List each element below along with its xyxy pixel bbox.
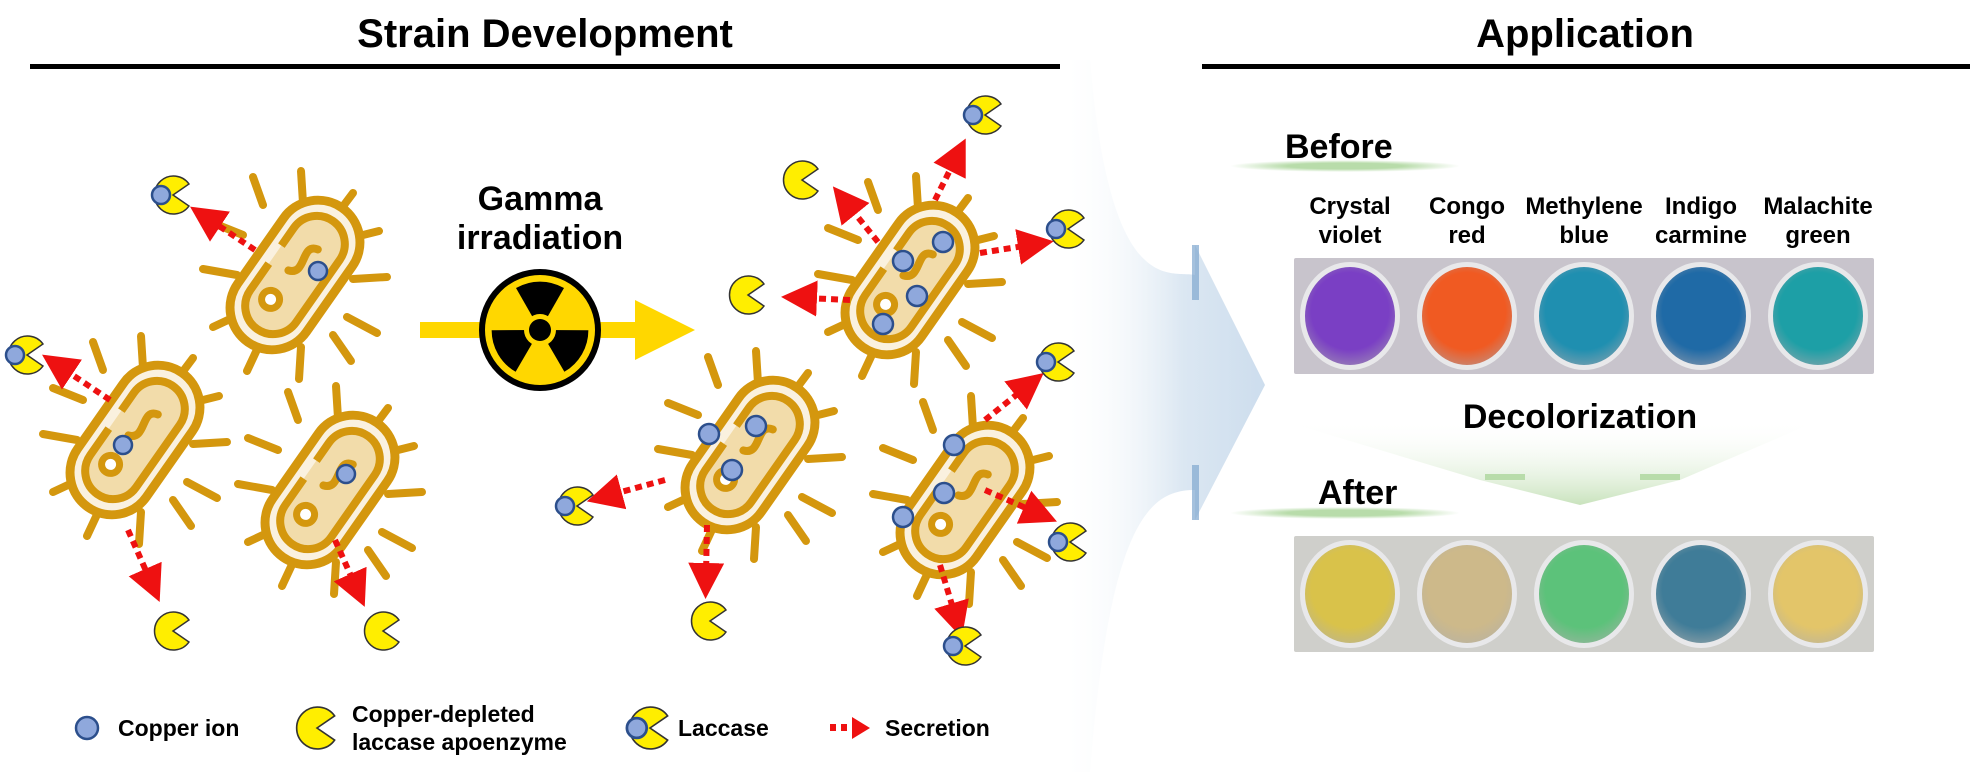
secretion-arrows-left xyxy=(42,206,367,607)
dye-name-line2: carmine xyxy=(1654,222,1748,249)
copper-ion-icon xyxy=(74,715,100,741)
copper-ion xyxy=(112,434,134,456)
laccase xyxy=(554,485,595,527)
treatment-arrow-shaft xyxy=(590,322,640,338)
treatment-label-line2: irradiation xyxy=(456,219,624,258)
before-label: Before xyxy=(1285,128,1393,166)
legend-laccase-label: Laccase xyxy=(678,715,769,741)
treatment-label-line1: Gamma xyxy=(477,180,603,218)
secretion-arrows-right xyxy=(586,138,1057,638)
dye-name-line2: violet xyxy=(1318,222,1382,249)
bacterium xyxy=(873,396,1057,604)
decol-arrow-bar xyxy=(1485,474,1525,480)
decol-arrow-bar xyxy=(1640,474,1680,480)
arrow-notch-bottom xyxy=(1192,465,1199,520)
left-title-rule xyxy=(30,64,1060,69)
treatment-arrow-head xyxy=(635,300,695,360)
dye-name-line2: blue xyxy=(1559,222,1609,249)
laccase-icon xyxy=(625,705,669,751)
copper-ion xyxy=(335,463,357,485)
well-after xyxy=(1534,540,1634,648)
before-highlight xyxy=(1230,160,1460,172)
arrow-notch-top xyxy=(1192,245,1199,300)
gamma-irradiation-label: Gamma irradiation xyxy=(420,180,660,258)
copper-ions-mutant xyxy=(697,230,966,529)
well-after xyxy=(1417,540,1517,648)
copper-ion xyxy=(307,260,329,282)
secretion-arrow-icon xyxy=(830,717,870,739)
laccase xyxy=(942,625,983,667)
application-title: Application xyxy=(1476,12,1694,56)
laccase xyxy=(4,334,45,376)
dye-name-line1: Methylene xyxy=(1525,193,1643,220)
well-before xyxy=(1768,262,1868,370)
well-before xyxy=(1300,262,1400,370)
well-before xyxy=(1417,262,1517,370)
dye-name-line1: Indigo xyxy=(1665,193,1737,220)
legend-apoenzyme-label: Copper-depleted laccase apoenzyme xyxy=(352,700,567,756)
dye-name-line1: Malachite xyxy=(1763,193,1873,220)
apoenzyme xyxy=(782,160,819,200)
apoenzyme-icon xyxy=(295,706,336,750)
well-after xyxy=(1768,540,1868,648)
legend-apoenzyme-line1: Copper-depleted xyxy=(352,701,535,727)
well-after xyxy=(1651,540,1751,648)
apoenzyme xyxy=(728,275,765,315)
well-before xyxy=(1534,262,1634,370)
apoenzyme xyxy=(363,611,400,651)
bacterium xyxy=(818,176,1002,384)
bacterium xyxy=(658,351,842,559)
decolorization-label: Decolorization xyxy=(1462,398,1698,436)
apoenzyme xyxy=(153,611,190,651)
legend-apoenzyme-line2: laccase apoenzyme xyxy=(352,729,567,755)
dye-name-line2: red xyxy=(1448,222,1486,249)
laccase xyxy=(150,174,191,216)
radiation-hazard-icon xyxy=(479,269,601,391)
laccase xyxy=(962,94,1003,136)
well-after xyxy=(1300,540,1400,648)
transition-arrow xyxy=(1060,60,1265,772)
bacterium xyxy=(43,336,227,544)
legend-copper-ion-label: Copper ion xyxy=(118,715,240,741)
strain-development-title: Strain Development xyxy=(357,12,733,56)
bacterium xyxy=(203,171,387,379)
dye-name-line1: Congo xyxy=(1429,193,1505,220)
right-title-rule xyxy=(1202,64,1970,69)
well-before xyxy=(1651,262,1751,370)
decolorization-arrow xyxy=(1280,420,1820,505)
apoenzyme xyxy=(690,601,727,641)
after-label: After xyxy=(1318,474,1398,512)
dye-name-line1: Crystal xyxy=(1309,193,1391,220)
dye-name-line2: green xyxy=(1785,222,1851,249)
legend-secretion-label: Secretion xyxy=(885,715,990,741)
bacterium xyxy=(238,386,422,594)
after-highlight xyxy=(1230,507,1460,519)
